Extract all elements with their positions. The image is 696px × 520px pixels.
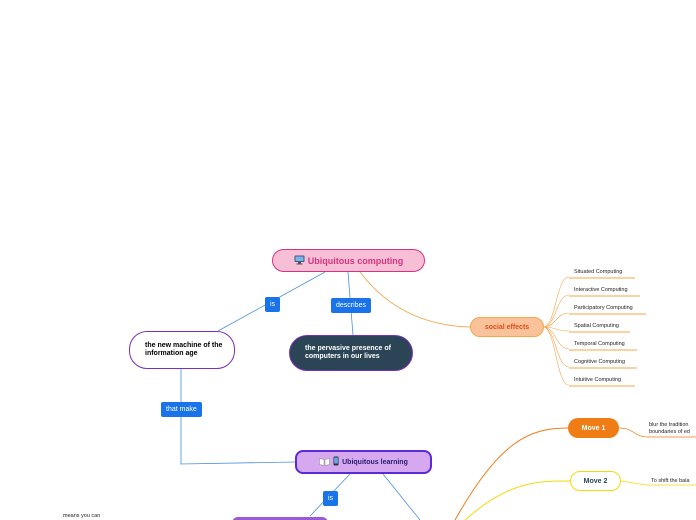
move-1-label: Move 1 [581, 424, 606, 432]
learning-node[interactable]: Ubiquitous learning [295, 450, 432, 474]
social-item[interactable]: Participatory Computing [574, 305, 633, 311]
learning-label: Ubiquitous learning [342, 458, 408, 466]
social-item[interactable]: Situated Computing [574, 269, 623, 275]
monitor-icon [294, 255, 305, 267]
relation-that-make-tag[interactable]: that make [161, 402, 202, 417]
phone-icon [333, 456, 339, 468]
move-2-node[interactable]: Move 2 [570, 471, 621, 491]
book-icon [319, 457, 330, 468]
relation-is-tag[interactable]: is [265, 297, 281, 312]
social-item[interactable]: Spatial Computing [574, 323, 619, 329]
social-item[interactable]: Cognitive Computing [574, 359, 626, 365]
relation-describes-tag[interactable]: describes [331, 298, 371, 313]
move-1-node[interactable]: Move 1 [568, 418, 619, 438]
machine-label: the new machine of the information age [145, 341, 223, 358]
social-effects-node[interactable]: social effects [470, 317, 544, 337]
bottom-note[interactable]: means you can [63, 513, 101, 519]
root-label: Ubiquitous computing [307, 255, 404, 266]
root-node[interactable]: Ubiquitous computing [272, 249, 425, 272]
move-1-detail-line-1: blur the tradition [649, 422, 689, 428]
machine-node[interactable]: the new machine of the information age [129, 331, 235, 369]
presence-node[interactable]: the pervasive presence of computers in o… [289, 335, 413, 371]
social-item[interactable]: Temporal Computing [574, 341, 625, 347]
move-2-label: Move 2 [583, 477, 608, 485]
move-1-detail-line-2: boundaries of ed [649, 429, 690, 435]
social-item[interactable]: Intuitive Computing [574, 377, 622, 383]
move-1-detail[interactable]: blur the tradition boundaries of ed [649, 422, 696, 436]
relation-is-2-tag[interactable]: is [323, 491, 339, 506]
social-item[interactable]: Interactive Computing [574, 287, 628, 293]
move-2-detail[interactable]: To shift the bala [651, 478, 690, 484]
presence-label: the pervasive presence of computers in o… [305, 344, 391, 361]
social-effects-label: social effects [484, 323, 530, 331]
